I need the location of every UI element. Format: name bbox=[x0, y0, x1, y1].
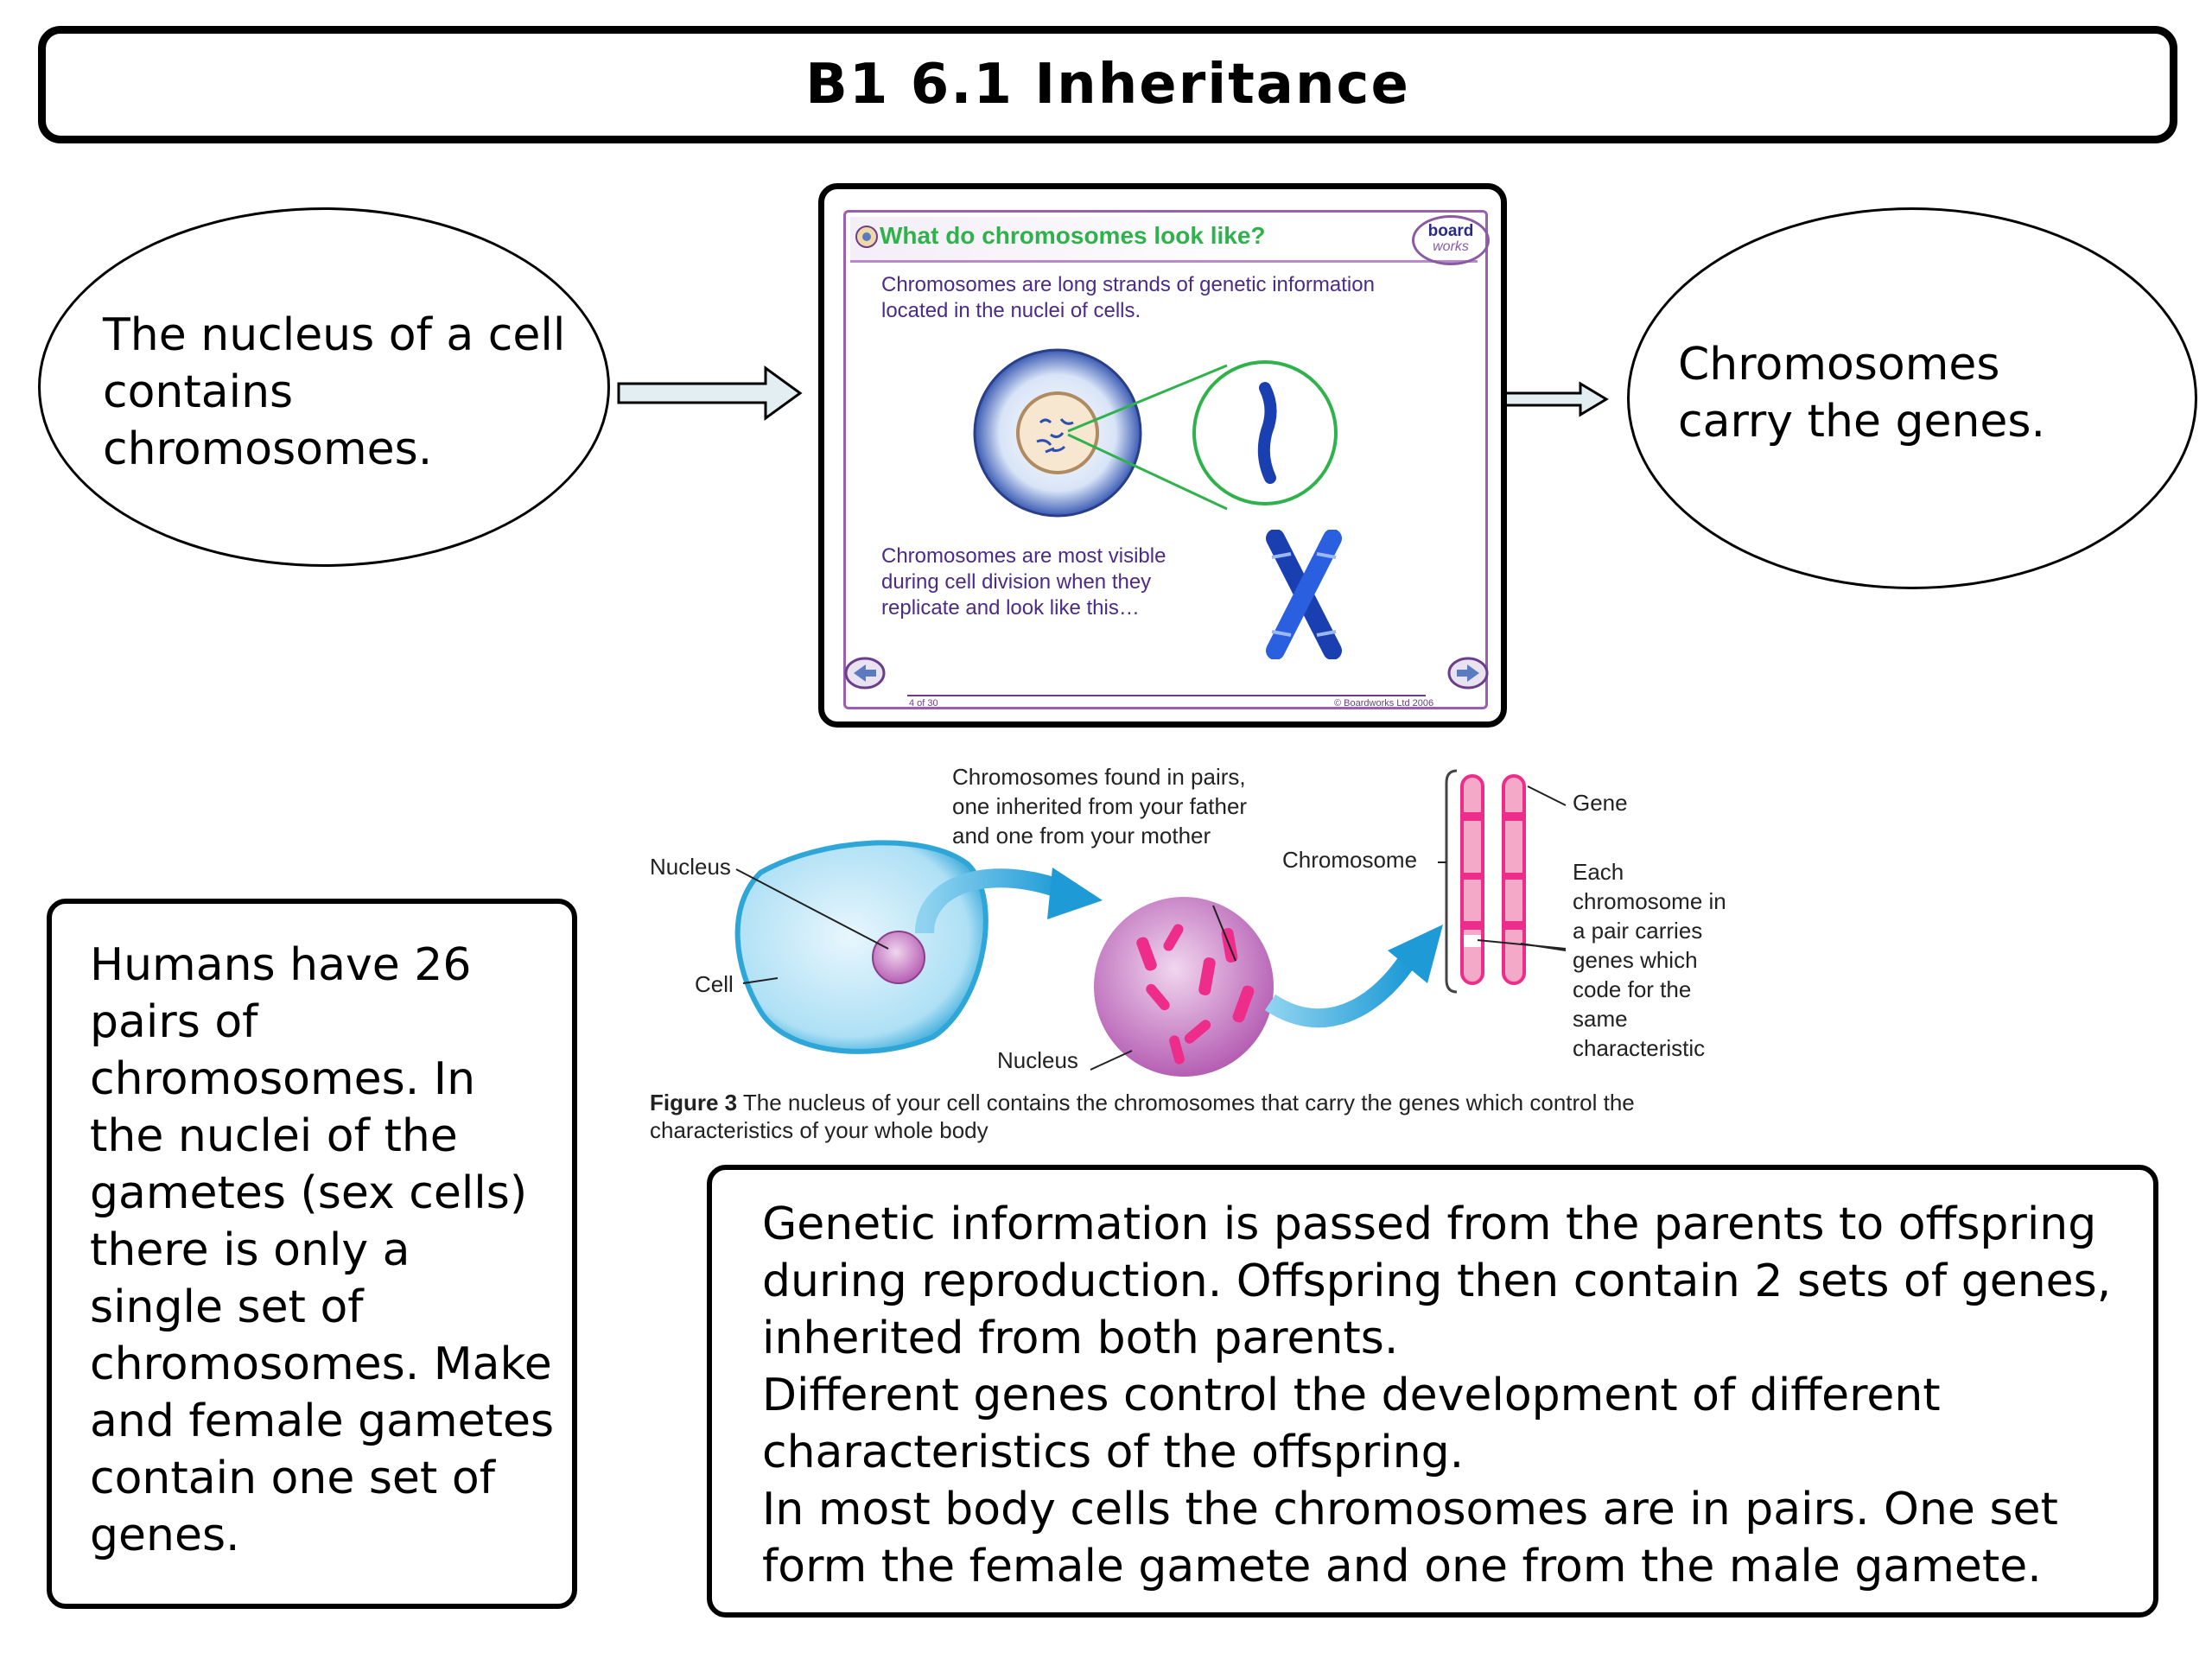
boardworks-logo: board works bbox=[1412, 215, 1490, 265]
genes-ellipse: Chromosomes carry the genes. bbox=[1627, 207, 2197, 589]
figure-3: Chromosomes found in pairs, one inherite… bbox=[639, 752, 1745, 1158]
figure-caption-number: Figure 3 bbox=[650, 1090, 738, 1116]
nucleus-ellipse: The nucleus of a cell contains chromosom… bbox=[38, 207, 610, 567]
genetic-info-text: Genetic information is passed from the p… bbox=[762, 1196, 2136, 1595]
slide-page-number: 4 of 30 bbox=[909, 698, 938, 709]
logo-bottom: works bbox=[1433, 239, 1469, 254]
gametes-box: Humans have 26 pairs of chromosomes. In … bbox=[47, 899, 577, 1609]
arrow-right-icon bbox=[617, 365, 803, 421]
genetic-info-box: Genetic information is passed from the p… bbox=[707, 1165, 2158, 1618]
figure-caption-text: The nucleus of your cell contains the ch… bbox=[650, 1090, 1635, 1143]
figure-label-each: Each chromosome in a pair carries genes … bbox=[1573, 859, 1726, 1061]
figure-label-cell: Cell bbox=[695, 971, 734, 997]
slide-text-1: Chromosomes are long strands of genetic … bbox=[881, 273, 1375, 322]
title-banner: B1 6.1 Inheritance bbox=[38, 26, 2177, 143]
cell-to-chromosome-diagram bbox=[734, 769, 1567, 1077]
cell-zoom-illustration bbox=[973, 348, 1338, 518]
figure-label-nucleus-bottom: Nucleus bbox=[997, 1047, 1078, 1073]
slide-heading: What do chromosomes look like? bbox=[880, 222, 1266, 249]
gametes-box-text: Humans have 26 pairs of chromosomes. In … bbox=[90, 939, 555, 1561]
figure-label-gene: Gene bbox=[1573, 790, 1628, 816]
figure-label-nucleus-top: Nucleus bbox=[650, 854, 731, 880]
slide-frame bbox=[843, 210, 1488, 709]
x-chromosome-icon bbox=[1266, 530, 1342, 659]
figure-caption: Figure 3 The nucleus of your cell contai… bbox=[650, 1089, 1713, 1144]
figure-label-pairs: Chromosomes found in pairs, one inherite… bbox=[952, 764, 1248, 849]
slide-header bbox=[850, 217, 1478, 263]
genetic-info-line-3: In most body cells the chromosomes are i… bbox=[762, 1484, 2058, 1592]
genetic-info-line-2: Different genes control the development … bbox=[762, 1370, 1941, 1478]
nucleus-ellipse-text: The nucleus of a cell contains chromosom… bbox=[103, 309, 566, 475]
slide-text-2: Chromosomes are most visible during cell… bbox=[881, 544, 1166, 620]
genetic-info-line-1: Genetic information is passed from the p… bbox=[762, 1198, 2112, 1364]
logo-top: board bbox=[1427, 222, 1474, 240]
slide-footer-line bbox=[907, 695, 1426, 696]
slide-copyright: © Boardworks Ltd 2006 bbox=[1334, 698, 1434, 709]
figure-label-chromosome: Chromosome bbox=[1282, 847, 1418, 873]
boardworks-slide: What do chromosomes look like? board wor… bbox=[818, 183, 1507, 728]
next-slide-icon[interactable] bbox=[1446, 656, 1490, 690]
previous-slide-icon[interactable] bbox=[843, 656, 887, 690]
page-title: B1 6.1 Inheritance bbox=[805, 53, 1410, 117]
slide-badge-icon bbox=[855, 226, 878, 248]
genes-ellipse-text: Chromosomes carry the genes. bbox=[1678, 339, 2046, 448]
